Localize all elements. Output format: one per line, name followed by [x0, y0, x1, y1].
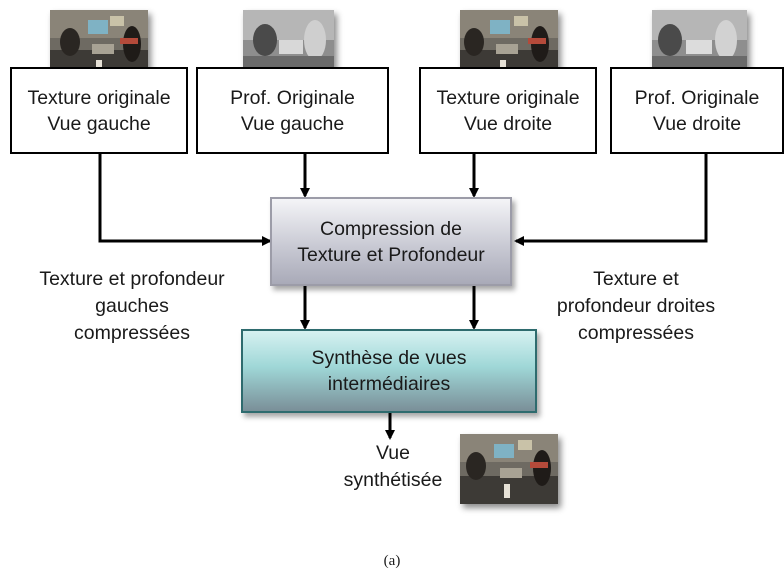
- compression-line2: Texture et Profondeur: [297, 243, 485, 266]
- synthesis-line2: intermédiaires: [327, 373, 451, 395]
- input-depth-right-line2: Vue droite: [652, 112, 742, 135]
- compression-line1: Compression de: [320, 217, 462, 240]
- right-label-line3: compressées: [578, 322, 694, 344]
- arrow-depth-right-to-compression: [514, 153, 708, 246]
- input-depth-left-box: Prof. Originale Vue gauche: [196, 67, 389, 154]
- right-compressed-label: Texture et profondeur droites compressée…: [532, 266, 740, 347]
- input-depth-left-line2: Vue gauche: [240, 112, 345, 135]
- output-line1: Vue: [376, 442, 410, 464]
- input-texture-right-line2: Vue droite: [463, 112, 553, 135]
- figure-caption: (a): [383, 553, 401, 569]
- thumbnail-depth-right: [652, 10, 747, 78]
- output-line2: synthétisée: [343, 469, 443, 491]
- right-label-line2: profondeur droites: [556, 295, 716, 317]
- left-compressed-label: Texture et profondeur gauches compressée…: [18, 266, 246, 347]
- left-label-line3: compressées: [74, 322, 190, 344]
- compression-box: Compression de Texture et Profondeur: [270, 197, 512, 286]
- arrow-tex-left-to-compression: [98, 153, 272, 246]
- left-label-line2: gauches: [95, 295, 169, 317]
- left-label-line1: Texture et profondeur: [39, 268, 225, 290]
- input-depth-right-box: Prof. Originale Vue droite: [610, 67, 784, 154]
- right-label-line1: Texture et: [593, 268, 679, 290]
- thumbnail-synthesized-view: [460, 434, 558, 504]
- input-depth-left-line1: Prof. Originale: [230, 86, 355, 109]
- input-depth-right-line1: Prof. Originale: [634, 86, 760, 109]
- thumbnail-texture-left: [50, 10, 148, 78]
- output-label: Vue synthétisée: [318, 440, 468, 494]
- input-texture-right-box: Texture originale Vue droite: [419, 67, 597, 154]
- synthesis-line1: Synthèse de vues: [311, 347, 467, 369]
- synthesis-box: Synthèse de vues intermédiaires: [241, 329, 537, 413]
- input-texture-left-line1: Texture originale: [27, 86, 171, 109]
- input-texture-left-line2: Vue gauche: [47, 112, 151, 135]
- input-texture-right-line1: Texture originale: [436, 86, 580, 109]
- input-texture-left-box: Texture originale Vue gauche: [10, 67, 188, 154]
